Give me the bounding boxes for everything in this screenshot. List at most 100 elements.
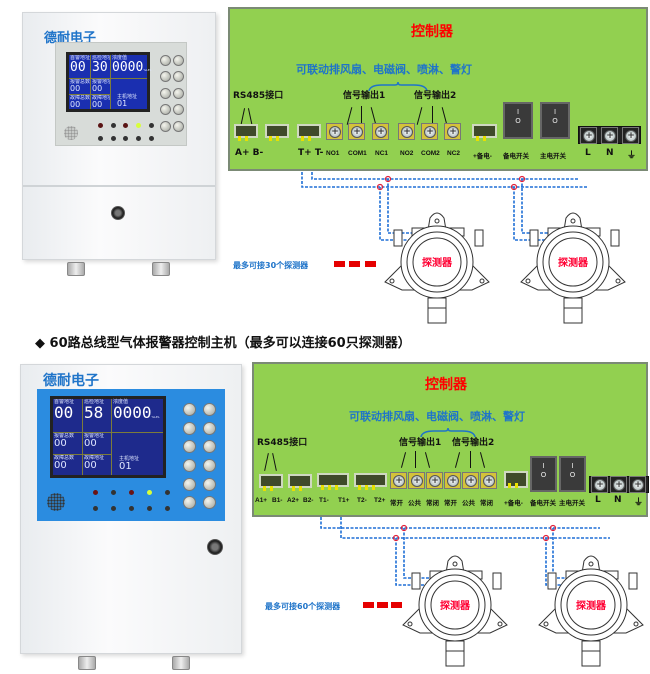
gas-detector: 探测器 (402, 555, 508, 667)
backup-power-terminal (472, 124, 497, 141)
key-button[interactable] (183, 496, 196, 509)
key-button[interactable] (203, 422, 216, 435)
terminal-label: 公共 (462, 500, 475, 507)
key-button[interactable] (203, 403, 216, 416)
max-detectors-note: 最多可接30个探测器 (233, 261, 309, 270)
gas-detector: 探测器 (538, 555, 644, 667)
key-button[interactable] (173, 104, 184, 115)
board-title: 控制器 (425, 377, 467, 393)
terminal-label: 常闭 (426, 500, 439, 507)
speaker-grille (64, 126, 78, 140)
status-led (93, 506, 98, 511)
key-lock-icon[interactable] (207, 539, 223, 555)
brand-logo: 德耐电子 (43, 373, 99, 389)
cable-gland (78, 656, 96, 670)
bus-terminal-1 (317, 473, 349, 490)
red-marker (334, 261, 345, 267)
lcd-value: 0000 (113, 403, 152, 422)
lcd-label: 故障地址 (92, 95, 111, 101)
rs485-terminal-2 (288, 474, 312, 491)
terminal-label: 主电开关 (540, 153, 566, 160)
lcd-value: 01 (117, 99, 128, 108)
rs485-label: RS485接口 (233, 91, 284, 101)
terminal-label: T1+ (338, 497, 350, 504)
lcd-value: 00 (84, 438, 97, 449)
rs485-terminal (234, 124, 258, 141)
key-button[interactable] (160, 104, 171, 115)
status-led (165, 506, 170, 511)
lcd-value: 00 (84, 460, 97, 471)
lcd-value: 58 (84, 403, 104, 422)
terminal-label: 备电开关 (530, 500, 556, 507)
key-button[interactable] (183, 440, 196, 453)
screw-terminal-no1: + (326, 123, 343, 140)
terminal-label: B1- (272, 497, 283, 504)
terminal-label: N (606, 148, 614, 158)
terminal-label: T2- (357, 497, 367, 504)
key-lock-icon[interactable] (111, 206, 125, 220)
bus-terminal-2 (354, 473, 387, 490)
cable-gland (172, 656, 190, 670)
key-button[interactable] (160, 88, 171, 99)
detector-label: 探测器 (422, 256, 453, 269)
key-button[interactable] (173, 55, 184, 66)
key-button[interactable] (203, 459, 216, 472)
key-button[interactable] (160, 55, 171, 66)
gas-detector: 探测器 (520, 212, 626, 324)
screw-terminal-l: + (591, 476, 608, 493)
lcd-unit: %LEL (151, 415, 160, 419)
lcd-label: 报警总数 (70, 79, 91, 85)
terminal-label: T+ T- (298, 148, 324, 158)
lcd-label: 浓度值 (112, 55, 128, 61)
screw-terminal-com2: + (421, 123, 438, 140)
lcd-label: 故障总数 (70, 95, 91, 101)
key-button[interactable] (173, 71, 184, 82)
terminal-label: B2- (303, 497, 314, 504)
key-button[interactable] (173, 121, 184, 132)
status-led (111, 123, 116, 128)
terminal-label: 常开 (390, 500, 403, 507)
key-button[interactable] (160, 71, 171, 82)
key-button[interactable] (183, 459, 196, 472)
lcd-value: 00 (92, 100, 103, 109)
screw-terminal-n: + (601, 127, 618, 144)
terminal-label: 备电开关 (503, 153, 529, 160)
key-button[interactable] (203, 440, 216, 453)
terminal-label: +备电- (504, 500, 523, 507)
key-button[interactable] (160, 121, 171, 132)
key-button[interactable] (183, 478, 196, 491)
lcd-value: 00 (54, 438, 67, 449)
status-led (165, 490, 170, 495)
detector-label: 探测器 (558, 256, 589, 269)
terminal-label: A+ B- (235, 148, 264, 158)
screw-terminal-n: + (610, 476, 627, 493)
detector-label: 探测器 (440, 599, 471, 612)
lcd-value: 00 (70, 100, 81, 109)
key-button[interactable] (173, 88, 184, 99)
lcd-value: 01 (119, 461, 132, 472)
terminal-label: A1+ (255, 497, 268, 504)
lcd-unit: %LEL (143, 68, 152, 72)
signal-output-2-label: 信号输出2 (452, 438, 495, 448)
terminal-label: +备电- (473, 153, 492, 160)
terminal-label: N (614, 495, 622, 505)
key-button[interactable] (203, 478, 216, 491)
screw-terminal-l: + (580, 127, 597, 144)
red-marker (377, 602, 388, 608)
linkage-text: 可联动排风扇、电磁阀、喷淋、警灯 (296, 63, 472, 76)
status-led (98, 123, 103, 128)
key-button[interactable] (183, 422, 196, 435)
signal-output-1-label: 信号输出1 (343, 91, 386, 101)
red-marker (391, 602, 402, 608)
key-button[interactable] (203, 496, 216, 509)
lcd-label: 首警地址 (70, 55, 91, 61)
terminal-label: L (585, 148, 591, 158)
key-button[interactable] (183, 403, 196, 416)
status-led (147, 490, 152, 495)
